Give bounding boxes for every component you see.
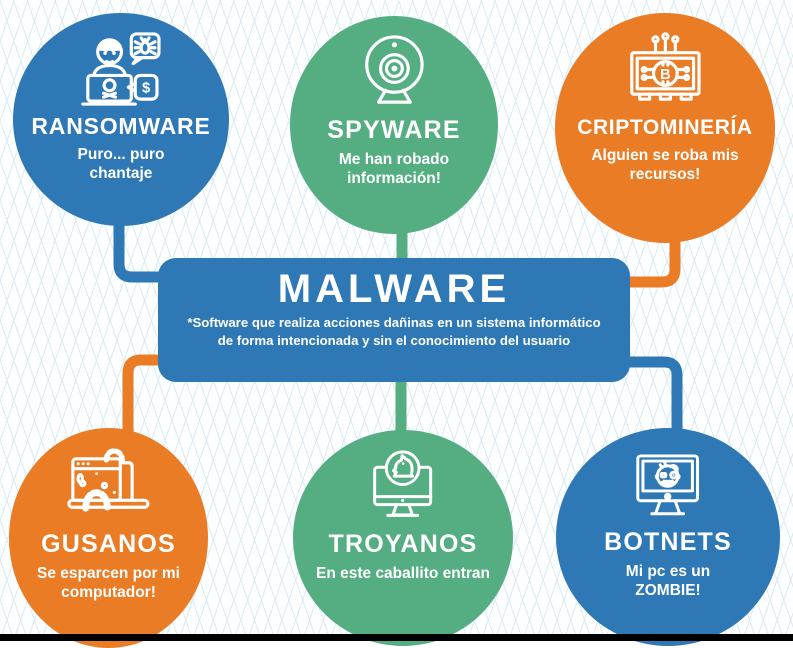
node-title: SPYWARE	[327, 116, 461, 144]
node-gusanos: GUSANOS Se esparcen por mi computador!	[9, 428, 208, 648]
connector-ransomware	[113, 205, 162, 283]
node-subtitle: Puro... puro chantaje	[77, 145, 165, 183]
malware-description: *Software que realiza acciones dañinas e…	[187, 315, 601, 349]
connector-criptomineria	[626, 220, 681, 288]
node-subtitle: Se esparcen por mi computador!	[36, 565, 180, 602]
node-title: BOTNETS	[604, 528, 732, 556]
svg-text:B: B	[660, 67, 671, 83]
node-spyware: SPYWARE Me han robado información!	[290, 16, 498, 234]
zombie-monitor-icon	[636, 454, 700, 516]
node-subtitle: Mi pc es un ZOMBIE!	[625, 563, 711, 600]
node-subtitle: Alguien se roba mis recursos!	[591, 146, 739, 184]
bottom-border-bar	[0, 634, 793, 641]
trojan-horse-monitor-icon	[373, 450, 433, 517]
node-criptomineria: B CRIPTOMINERÍA Alguien se roba mis recu…	[555, 13, 775, 243]
node-subtitle: En este caballito entran	[316, 565, 490, 582]
node-troyanos: TROYANOS En este caballito entran	[293, 430, 513, 646]
node-title: TROYANOS	[328, 530, 478, 558]
webcam-icon	[364, 35, 424, 104]
node-title: RANSOMWARE	[31, 113, 211, 139]
node-title: CRIPTOMINERÍA	[577, 116, 753, 139]
hacker-laptop-icon: $	[80, 32, 161, 106]
malware-center-box: MALWARE *Software que realiza acciones d…	[158, 258, 630, 382]
connector-gusanos	[122, 354, 162, 432]
node-ransomware: $ RANSOMWARE Puro... puro chantaje	[13, 13, 229, 226]
malware-title: MALWARE	[277, 267, 511, 311]
worms-laptop-icon	[67, 448, 150, 512]
node-botnets: BOTNETS Mi pc es un ZOMBIE!	[556, 428, 780, 646]
node-subtitle: Me han robado información!	[338, 151, 450, 188]
svg-text:$: $	[142, 81, 151, 97]
bitcoin-mining-rig-icon: B	[629, 32, 701, 101]
connector-botnets	[626, 356, 683, 432]
node-title: GUSANOS	[41, 530, 176, 558]
